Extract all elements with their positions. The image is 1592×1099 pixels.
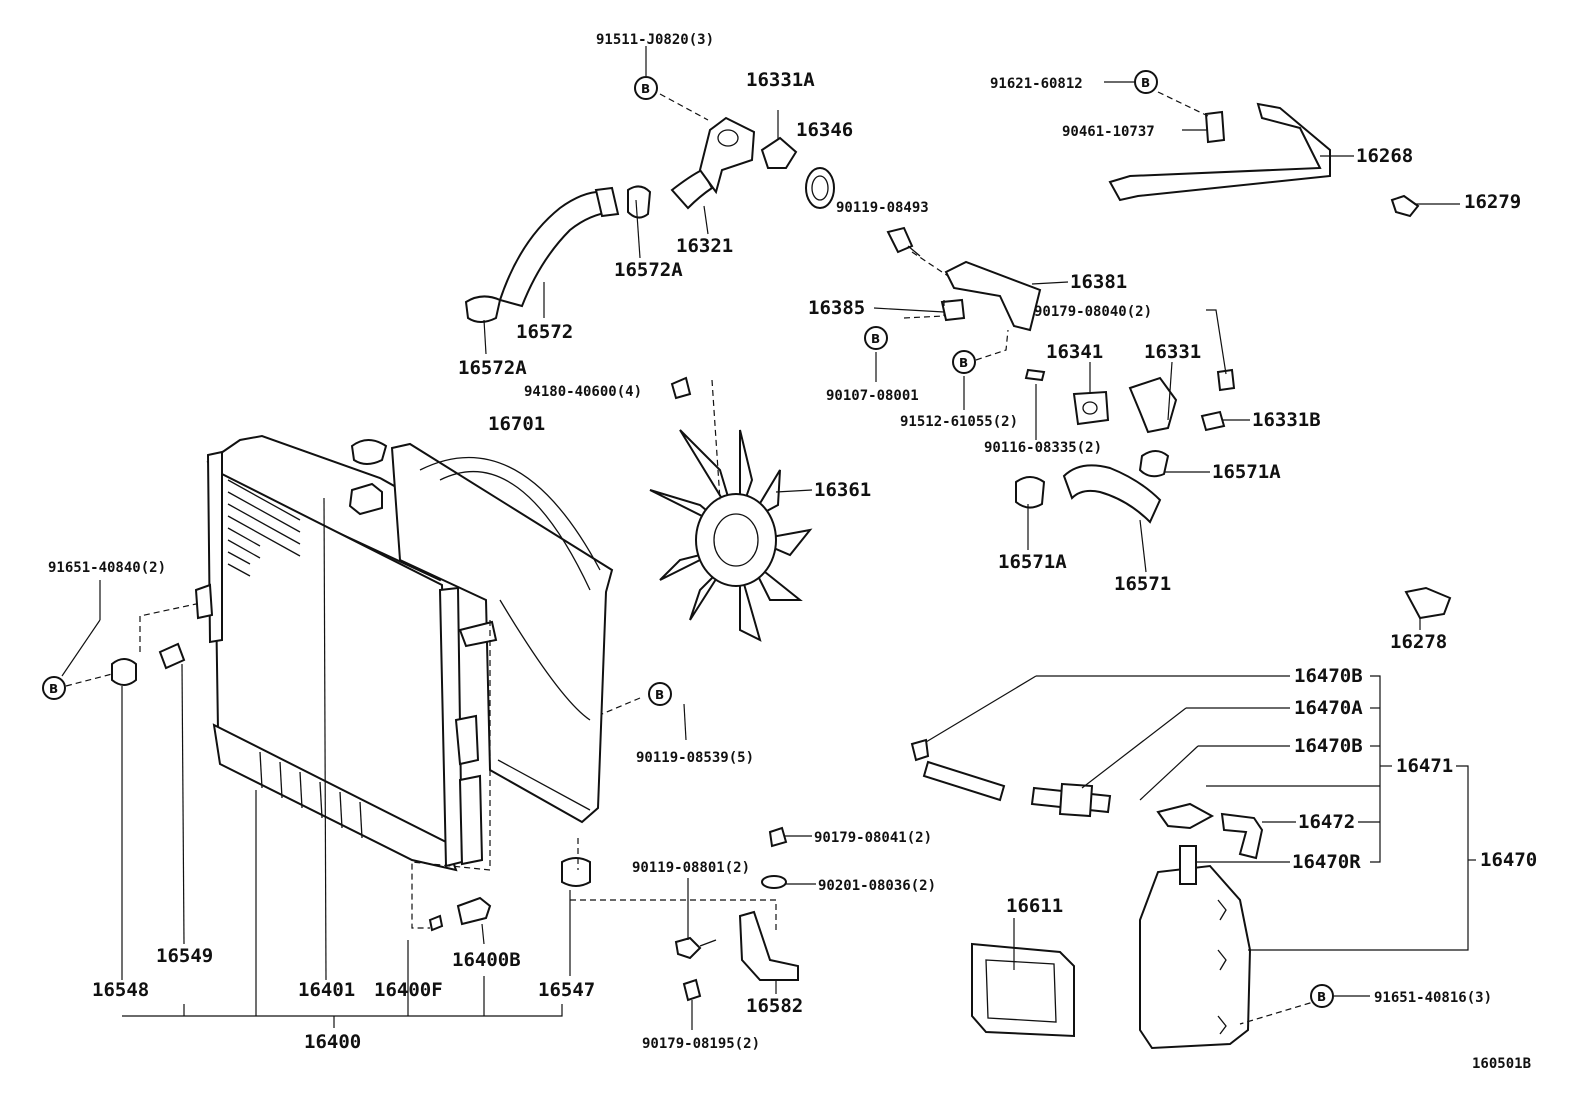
- part-label: 16547: [538, 979, 595, 1001]
- part-label: 16346: [796, 119, 853, 141]
- bypass-pipe: [1108, 102, 1452, 620]
- part-label: 16611: [1006, 895, 1063, 917]
- part-label: 16470B: [1294, 735, 1363, 757]
- b-bubble: B: [1134, 70, 1158, 94]
- small-parts: [111, 376, 799, 1002]
- fan-shroud: [390, 442, 614, 824]
- part-label: 16472: [1298, 811, 1355, 833]
- part-label: 90119-08539(5): [636, 750, 754, 766]
- svg-text:B: B: [49, 682, 58, 696]
- b-bubble: B: [1310, 984, 1334, 1008]
- part-label: 16571: [1114, 573, 1171, 595]
- part-label: 16279: [1464, 191, 1521, 213]
- part-label: 90107-08001: [826, 388, 919, 404]
- part-label: 16400: [304, 1031, 361, 1053]
- b-bubble: B: [42, 676, 66, 700]
- part-label: 90179-08041(2): [814, 830, 932, 846]
- b-bubble: B: [634, 76, 658, 100]
- part-label: 16331A: [746, 69, 815, 91]
- leader-lines: [61, 46, 1476, 1030]
- part-label: 91651-40816(3): [1374, 990, 1492, 1006]
- part-label: 90179-08040(2): [1034, 304, 1152, 320]
- part-label: 16400B: [452, 949, 521, 971]
- part-label: 16400F: [374, 979, 443, 1001]
- part-label: 90119-08493: [836, 200, 929, 216]
- part-label: 16381: [1070, 271, 1127, 293]
- part-label: 91651-40840(2): [48, 560, 166, 576]
- part-label: 16470A: [1294, 697, 1363, 719]
- svg-text:B: B: [1317, 990, 1326, 1004]
- part-label: 16470B: [1294, 665, 1363, 687]
- part-label: 94180-40600(4): [524, 384, 642, 400]
- part-label: 16385: [808, 297, 865, 319]
- part-label: 16470: [1480, 849, 1537, 871]
- part-label: 16572A: [458, 357, 527, 379]
- part-label: 16701: [488, 413, 545, 435]
- part-label: 16331B: [1252, 409, 1321, 431]
- part-label: 16268: [1356, 145, 1413, 167]
- part-label: 16361: [814, 479, 871, 501]
- part-label: 16470R: [1292, 851, 1361, 873]
- upper-hoses: [464, 110, 835, 323]
- part-label: 16571A: [1212, 461, 1281, 483]
- svg-text:B: B: [1141, 76, 1150, 90]
- svg-text:B: B: [959, 356, 968, 370]
- part-label: 91511-J0820(3): [596, 32, 714, 48]
- part-label: 16278: [1390, 631, 1447, 653]
- b-bubbles: B B B B B B B: [42, 70, 1334, 1008]
- part-label: 16548: [92, 979, 149, 1001]
- b-bubble: B: [864, 326, 888, 350]
- figure-code: 160501B: [1472, 1056, 1531, 1072]
- svg-text:B: B: [871, 332, 880, 346]
- part-label: 16471: [1396, 755, 1453, 777]
- radiator-assembly: [194, 434, 496, 932]
- svg-text:B: B: [655, 688, 664, 702]
- part-label: 90461-10737: [1062, 124, 1155, 140]
- part-labels: 91511-J0820(3) 16331A 16346 16321 16572A…: [48, 32, 1537, 1072]
- reservoir-tank: [910, 738, 1264, 1050]
- part-label: 16341: [1046, 341, 1103, 363]
- part-label: 90119-08801(2): [632, 860, 750, 876]
- part-label: 16571A: [998, 551, 1067, 573]
- part-label: 16331: [1144, 341, 1201, 363]
- inlet-bracket: [886, 226, 1236, 524]
- part-label: 90179-08195(2): [642, 1036, 760, 1052]
- part-label: 91512-61055(2): [900, 414, 1018, 430]
- part-label: 16401: [298, 979, 355, 1001]
- b-bubble: B: [648, 682, 672, 706]
- part-label: 91621-60812: [990, 76, 1083, 92]
- part-label: 16549: [156, 945, 213, 967]
- part-label: 16572: [516, 321, 573, 343]
- cooling-fan: [649, 429, 813, 642]
- part-label: 16582: [746, 995, 803, 1017]
- b-bubble: B: [952, 350, 976, 374]
- part-label: 90201-08036(2): [818, 878, 936, 894]
- dashed-connectors: [65, 91, 1321, 1025]
- part-label: 16572A: [614, 259, 683, 281]
- part-label: 16321: [676, 235, 733, 257]
- svg-text:B: B: [641, 82, 650, 96]
- part-label: 90116-08335(2): [984, 440, 1102, 456]
